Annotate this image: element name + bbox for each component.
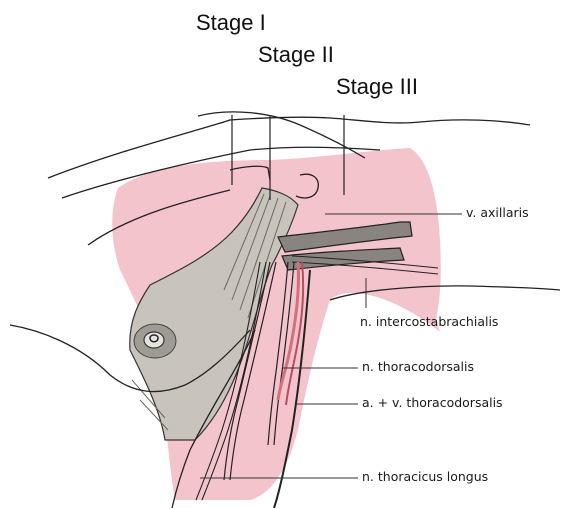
long-thoracic-nerve-label: n. thoracicus longus <box>362 471 488 484</box>
thoracodorsal-nerve-label: n. thoracodorsalis <box>362 361 474 374</box>
stage-2-label: Stage II <box>258 44 334 66</box>
axillary-vein-label: v. axillaris <box>466 207 529 220</box>
thoracodorsal-vessels-label: a. + v. thoracodorsalis <box>362 397 503 410</box>
nipple <box>134 324 176 358</box>
stage-1-label: Stage I <box>196 12 266 34</box>
stage-3-label: Stage III <box>336 76 418 98</box>
intercostobrachial-nerve-label: n. intercostabrachialis <box>360 316 498 329</box>
